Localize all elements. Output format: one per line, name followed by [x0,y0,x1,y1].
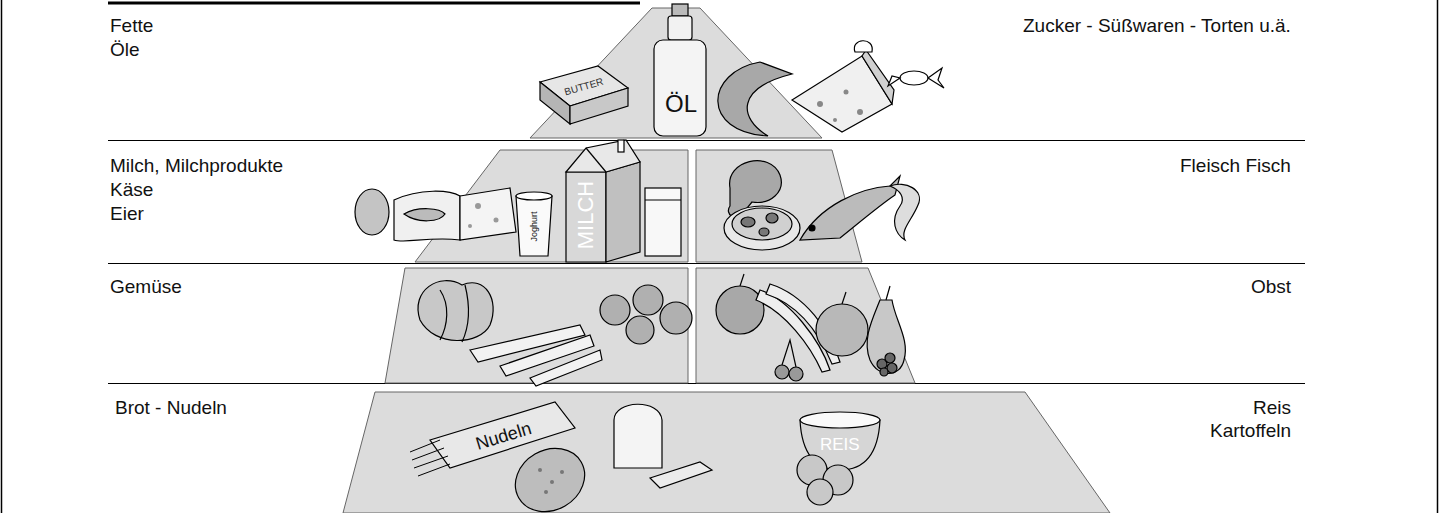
bowl-text: REIS [820,436,860,453]
category-label: Öle [110,40,140,59]
category-label: Milch, Milchprodukte [110,156,283,175]
category-label: Kartoffeln [1210,421,1291,440]
package-text: Joghurt [530,211,539,241]
category-label: Obst [1251,277,1291,296]
category-label: Fette [110,16,153,35]
category-label: Eier [110,204,144,223]
category-label: Brot - Nudeln [115,398,227,417]
category-label: Reis [1253,398,1291,417]
bottle-text: ÖL [665,92,697,116]
category-label: Fleisch Fisch [1180,156,1291,175]
package-text: MILCH [575,181,597,249]
category-label: Käse [110,180,153,199]
category-label: Gemüse [110,277,182,296]
category-label: Zucker - Süßwaren - Torten u.ä. [1023,16,1291,35]
